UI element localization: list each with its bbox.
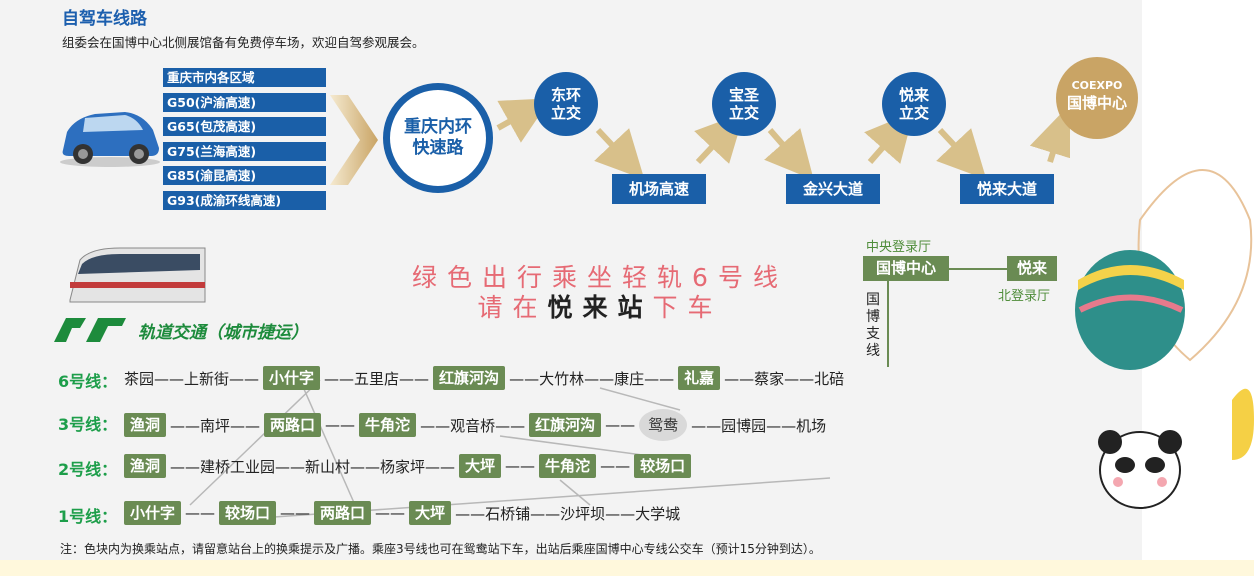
station-segment: ——大竹林——康庄——: [509, 369, 675, 388]
station-segment: ——石桥铺——沙坪坝——大学城: [455, 504, 681, 523]
transfer-station: 红旗河沟: [529, 413, 602, 437]
station-segment: ——园博园——机场: [691, 416, 827, 435]
entry-item: G93(成渝环线高速): [163, 190, 326, 210]
station-yuanyang: 鸳鸯: [639, 409, 688, 441]
entry-item: G75(兰海高速): [163, 141, 326, 161]
slogan-line2: 请在悦来站下车: [380, 288, 820, 324]
car-icon: [60, 112, 160, 167]
page-title: 自驾车线路: [62, 9, 147, 29]
interchange-dongshuan: 东环 立交: [534, 72, 598, 136]
transfer-station: 两路口: [314, 501, 372, 525]
station-segment: ——五里店——: [324, 369, 430, 388]
branch-line-label: 国 博 支 线: [866, 292, 880, 359]
branch-connector: [949, 268, 1007, 270]
branch-line-vertical: [887, 281, 889, 367]
line1-stations: 小什字——较场口——两路口——大坪——石桥铺——沙坪坝——大学城: [124, 501, 680, 525]
station-segment: ——观音桥——: [420, 416, 526, 435]
station-expo-center: 国博中心: [863, 256, 949, 281]
station-yuelai: 悦来: [1007, 256, 1057, 281]
entry-item: G50(沪渝高速): [163, 92, 326, 112]
station-segment: ——南坪——: [170, 416, 261, 435]
station-segment: ——: [185, 504, 216, 522]
transfer-station: 礼嘉: [678, 366, 721, 390]
station-segment: 茶园——上新街——: [124, 369, 260, 388]
slogan-post: 下车: [652, 293, 723, 322]
slogan-pre: 请在: [477, 293, 548, 322]
station-segment: ——: [605, 416, 636, 434]
chevron-right-icon: [330, 95, 378, 185]
line3-label: 3号线：: [58, 415, 118, 434]
expo-name: 国博中心: [1066, 94, 1127, 112]
expo-center-badge: COEXPO 国博中心: [1056, 57, 1138, 139]
hall-north-label: 北登录厅: [998, 289, 1051, 304]
slogan-station: 悦来站: [547, 293, 653, 322]
station-segment: ——: [505, 457, 536, 475]
road-yuelai-avenue: 悦来大道: [960, 174, 1054, 204]
station-segment: ——: [325, 416, 356, 434]
rail-logo-text: 轨道交通（城市捷运）: [138, 323, 308, 343]
slogan-line1: 绿色出行乘坐轻轨6号线: [412, 263, 788, 292]
line6-label: 6号线：: [58, 372, 118, 391]
road-jinxing-avenue: 金兴大道: [786, 174, 880, 204]
station-segment: ——蔡家——北碚: [724, 369, 845, 388]
entry-item: 重庆市内各区域: [163, 68, 326, 87]
rail-logo-icon: [54, 318, 126, 342]
transfer-station: 大坪: [459, 454, 502, 478]
transfer-station: 红旗河沟: [433, 366, 506, 390]
transfer-station: 两路口: [264, 413, 322, 437]
transfer-station: 大坪: [409, 501, 452, 525]
interchange-baosheng: 宝圣 立交: [712, 72, 776, 136]
station-segment: ——: [280, 504, 311, 522]
station-segment: ——: [375, 504, 406, 522]
transfer-station: 渔洞: [124, 413, 167, 437]
line2-label: 2号线：: [58, 460, 118, 479]
road-airport-expressway: 机场高速: [612, 174, 706, 204]
entry-item: G85(渝昆高速): [163, 166, 326, 185]
train-icon: [69, 247, 206, 303]
entry-item: G65(包茂高速): [163, 117, 326, 136]
transfer-station: 渔洞: [124, 454, 167, 478]
inner-ring-road-circle: 重庆内环 快速路: [383, 83, 493, 193]
page-subtitle: 组委会在国博中心北侧展馆备有免费停车场，欢迎自驾参观展会。: [62, 35, 425, 50]
line2-stations: 渔洞——建桥工业园——新山村——杨家坪——大坪——牛角沱——较场口: [124, 454, 692, 478]
transfer-station: 较场口: [634, 454, 692, 478]
line1-label: 1号线：: [58, 507, 118, 526]
station-segment: ——建桥工业园——新山村——杨家坪——: [170, 457, 456, 476]
transfer-station: 较场口: [219, 501, 277, 525]
footnote: 注：色块内为换乘站点，请留意站台上的换乘提示及广播。乘座3号线也可在鸳鸯站下车，…: [60, 542, 821, 556]
route-arrows: [496, 98, 1070, 181]
line3-stations: 渔洞——南坪——两路口——牛角沱——观音桥——红旗河沟——鸳鸯——园博园——机场: [124, 409, 826, 441]
line6-stations: 茶园——上新街——小什字——五里店——红旗河沟——大竹林——康庄——礼嘉——蔡家…: [124, 366, 844, 390]
interchange-yuelai: 悦来 立交: [882, 72, 946, 136]
transfer-station: 小什字: [124, 501, 182, 525]
hall-central-label: 中央登录厅: [866, 240, 932, 255]
balloon-panda-decoration: [1075, 169, 1254, 509]
transfer-station: 小什字: [263, 366, 321, 390]
transfer-station: 牛角沱: [359, 413, 417, 437]
transfer-station: 牛角沱: [539, 454, 597, 478]
expo-brand: COEXPO: [1071, 79, 1123, 92]
station-segment: ——: [600, 457, 631, 475]
bottom-strip: [0, 560, 1254, 576]
